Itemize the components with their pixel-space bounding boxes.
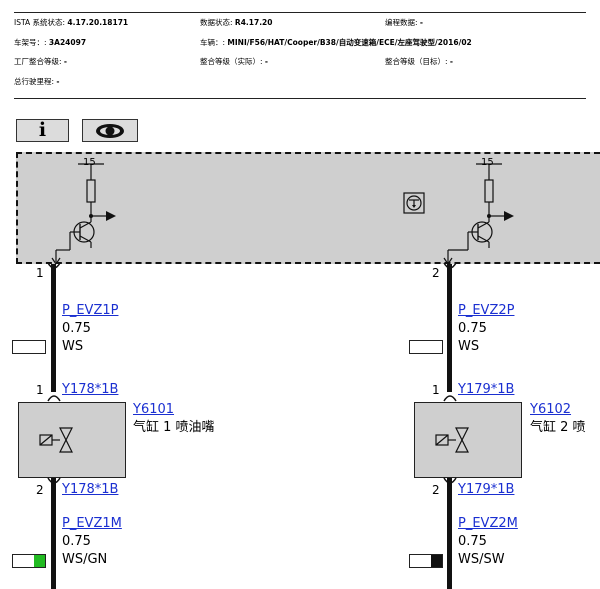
module-pin-1: 1	[36, 266, 44, 280]
black-stripe	[431, 555, 442, 567]
wire-label-p-evz2m[interactable]: P_EVZ2M	[458, 516, 518, 531]
wire-label-p-evz2p[interactable]: P_EVZ2P	[458, 303, 515, 318]
wire-size-p-evz2p: 0.75	[458, 321, 487, 336]
wire-label-p-evz1p[interactable]: P_EVZ1P	[62, 303, 119, 318]
connector-pin-top-1: 1	[36, 383, 44, 397]
wire-label-p-evz1m[interactable]: P_EVZ1M	[62, 516, 122, 531]
vehicle-info: 车辆：: MINI/F56/HAT/Cooper/B38/自动变速箱/ECE/左…	[200, 38, 472, 47]
connector-y178-bottom[interactable]: Y178*1B	[62, 482, 119, 497]
control-unit-symbol-icon	[403, 192, 425, 214]
supply-label-1: 15	[83, 157, 96, 168]
factory-integration-level: 工厂整合等级: -	[14, 57, 68, 66]
wire-p-evz2p[interactable]	[447, 264, 452, 392]
driver-circuit-2-icon	[443, 163, 514, 265]
data-status: 数据状态: R4.17.20	[200, 18, 273, 27]
pin-arc-icon	[443, 262, 457, 269]
component-y6102[interactable]	[414, 402, 522, 478]
connector-arc-icon	[443, 395, 457, 402]
vin-number: 车架号：: 3A24097	[14, 38, 87, 47]
wire-color-swatch-ws-gn	[12, 554, 46, 568]
info-icon: i	[38, 119, 47, 141]
wire-p-evz1p[interactable]	[51, 264, 56, 392]
component-name-y6101: 气缸 1 喷油嘴	[133, 420, 215, 435]
connector-pin-top-2: 1	[432, 383, 440, 397]
wire-color-swatch-ws-sw	[409, 554, 443, 568]
wire-p-evz1m[interactable]	[51, 478, 56, 589]
component-name-y6102: 气缸 2 喷	[530, 420, 586, 435]
component-id-y6101[interactable]: Y6101	[133, 402, 175, 417]
header-bottom-rule	[14, 98, 586, 99]
module-pin-2: 2	[432, 266, 440, 280]
connector-y178-top[interactable]: Y178*1B	[62, 382, 119, 397]
wire-size-p-evz1p: 0.75	[62, 321, 91, 336]
pin-arc-icon	[443, 477, 457, 484]
total-mileage: 总行驶里程: -	[14, 77, 60, 86]
info-button[interactable]: i	[16, 119, 69, 142]
wire-color-p-evz2p: WS	[458, 339, 480, 354]
wire-size-p-evz1m: 0.75	[62, 534, 91, 549]
wire-p-evz2m[interactable]	[447, 478, 452, 589]
connector-arc-icon	[47, 395, 61, 402]
wire-color-swatch-ws-2	[409, 340, 443, 354]
injector-valve-icon	[39, 427, 73, 453]
integration-level-target: 整合等级（目标）: -	[385, 57, 454, 66]
driver-circuit-1-icon	[51, 163, 116, 265]
component-id-y6102[interactable]: Y6102	[530, 402, 572, 417]
header-top-rule	[14, 12, 586, 13]
connector-pin-bottom-1: 2	[36, 483, 44, 497]
wire-size-p-evz2m: 0.75	[458, 534, 487, 549]
wire-color-p-evz2m: WS/SW	[458, 552, 505, 567]
green-stripe	[34, 555, 45, 567]
supply-label-2: 15	[481, 157, 494, 168]
programming-data: 编程数据: -	[385, 18, 424, 27]
control-unit-module[interactable]	[16, 152, 600, 264]
wire-color-swatch-ws-1	[12, 340, 46, 354]
component-y6101[interactable]	[18, 402, 126, 478]
wire-color-p-evz1p: WS	[62, 339, 84, 354]
connector-y179-bottom[interactable]: Y179*1B	[458, 482, 515, 497]
pin-arc-icon	[47, 477, 61, 484]
pin-arc-icon	[47, 262, 61, 269]
injector-valve-icon	[435, 427, 469, 453]
integration-level-actual: 整合等级（实际）: -	[200, 57, 269, 66]
connector-y179-top[interactable]: Y179*1B	[458, 382, 515, 397]
ista-status: ISTA 系统状态: 4.17.20.18171	[14, 18, 129, 27]
connector-pin-bottom-2: 2	[432, 483, 440, 497]
eye-icon	[96, 124, 124, 138]
wire-color-p-evz1m: WS/GN	[62, 552, 108, 567]
view-button[interactable]	[82, 119, 138, 142]
